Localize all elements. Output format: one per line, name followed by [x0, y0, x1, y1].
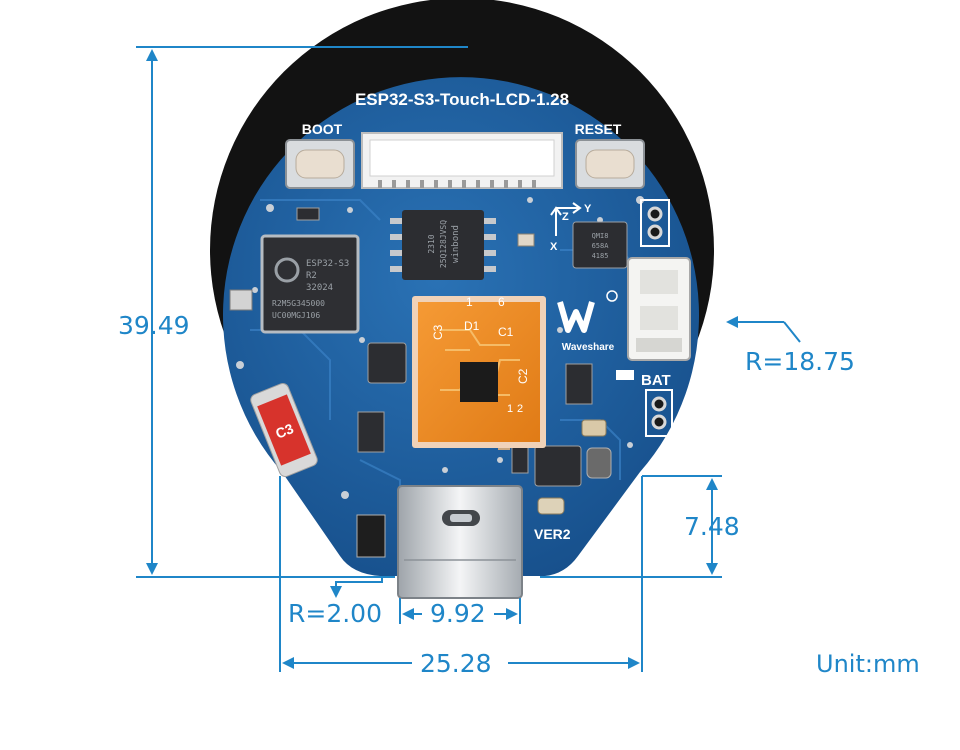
boot-button[interactable]: [285, 139, 355, 189]
corner-radius-value: R=2.00: [288, 599, 382, 628]
axis-z-label: Z: [562, 211, 569, 223]
unit-label: Unit:mm: [816, 650, 920, 678]
header-pads-bottom: [645, 389, 673, 437]
model-label: ESP32-S3-Touch-LCD-1.28: [355, 90, 569, 109]
waveshare-logo: Waveshare: [557, 290, 618, 353]
dimensions: [136, 46, 801, 672]
fpc-c1: C1: [498, 325, 514, 339]
total-width-value: 25.28: [420, 649, 492, 678]
fpc-c2: C2: [516, 368, 530, 384]
corner-radius-leader: [330, 577, 383, 598]
height-value: 39.49: [118, 311, 190, 340]
radius-value: R=18.75: [745, 347, 855, 376]
battery-connector: [627, 257, 691, 361]
flash-chip-line-3: 2310: [427, 234, 436, 253]
axis-x-label: X: [550, 241, 558, 253]
fpc-one-lower: 1: [507, 403, 513, 415]
fpc-c3: C3: [431, 324, 445, 340]
imu-chip-line-2: 658A: [592, 242, 610, 250]
esp-chip-line-2: R2: [306, 271, 317, 281]
board: ESP32-S3-Touch-LCD-1.28 BOOT RESET: [210, 0, 714, 599]
touch-fpc: 1 6 C3 D1 C1 C2 1 2: [412, 295, 546, 448]
usb-c-port[interactable]: [397, 485, 523, 599]
imu-axes-icon: [550, 202, 582, 236]
imu-chip: QMI8 658A 4185: [572, 221, 628, 269]
c3-tag: C3: [273, 420, 296, 442]
tail-height-value: 7.48: [684, 512, 740, 541]
esp32-chip: ESP32-S3 R2 32024 R2M5G345000 UC00MGJ106: [260, 234, 360, 334]
brand-label: Waveshare: [562, 342, 615, 353]
touch-controller-chip: [460, 362, 498, 402]
fpc-two-lower: 2: [517, 403, 523, 415]
fpc-one: 1: [466, 295, 473, 309]
ver-label: VER2: [534, 526, 571, 542]
reset-button[interactable]: [575, 139, 645, 189]
fpc-d1: D1: [464, 319, 480, 333]
axis-y-label: Y: [584, 203, 592, 215]
fpc-connector: [361, 132, 563, 189]
flash-chip-line-2: 25Q128JVSQ: [439, 220, 448, 268]
waveshare-logo-icon: [557, 301, 595, 333]
reset-label: RESET: [575, 121, 622, 137]
imu-chip-line-1: QMI8: [592, 232, 609, 240]
espressif-logo-icon: [274, 257, 300, 283]
passive-components: [229, 207, 634, 558]
imu-chip-line-3: 4185: [592, 252, 609, 260]
esp-chip-line-3: 32024: [306, 283, 333, 293]
esp-chip-line-4: R2M5G345000: [272, 299, 325, 308]
flash-chip-line-1: winbond: [451, 225, 461, 263]
header-pads-top: [640, 199, 670, 247]
esp-chip-line-1: ESP32-S3: [306, 259, 349, 269]
esp-chip-line-5: UC00MGJ106: [272, 311, 320, 320]
flash-chip: winbond 25Q128JVSQ 2310: [390, 210, 496, 280]
bat-label: BAT: [641, 372, 671, 389]
fpc-six: 6: [498, 295, 505, 309]
usb-width-value: 9.92: [430, 599, 486, 628]
c3-capacitor: C3: [250, 383, 318, 477]
boot-label: BOOT: [302, 121, 343, 137]
